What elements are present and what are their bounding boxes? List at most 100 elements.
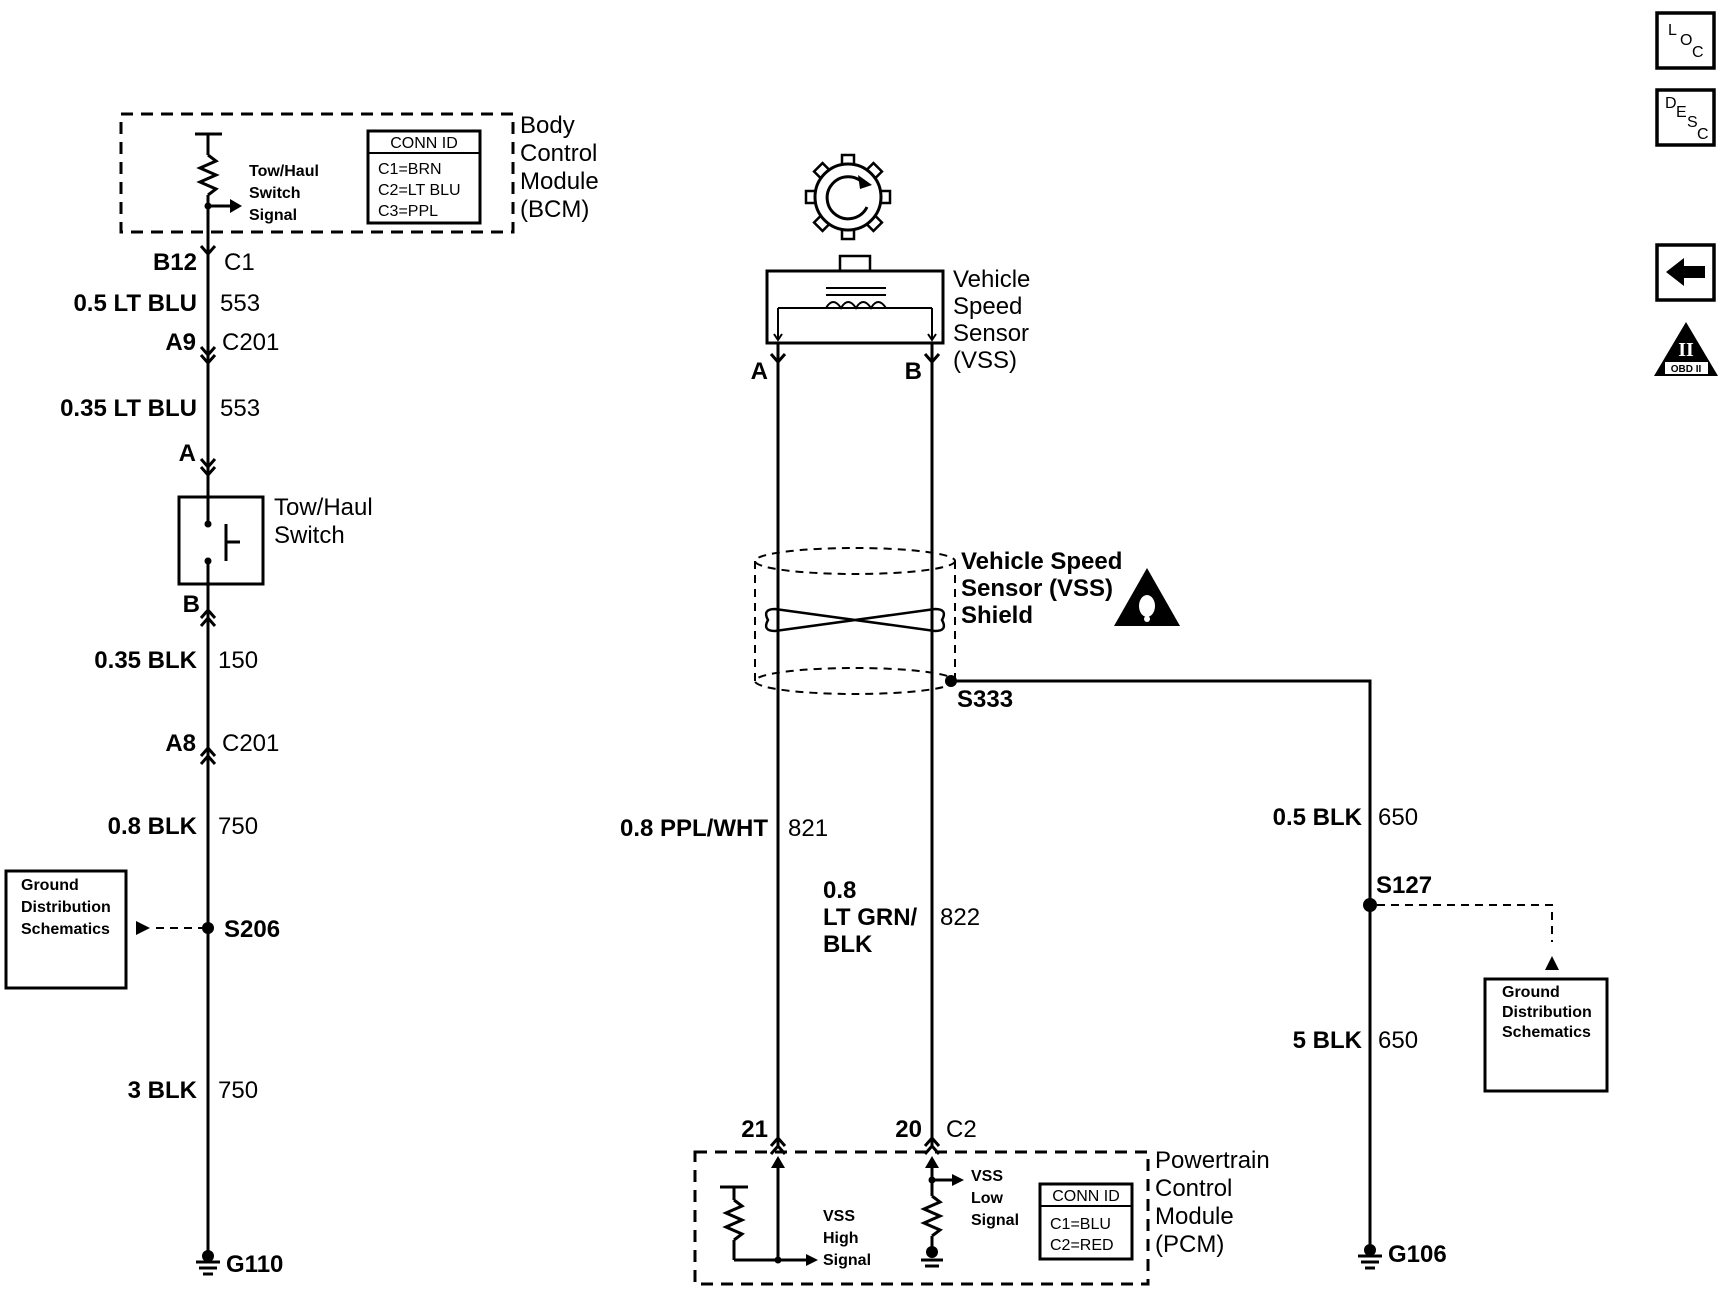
wire-750-size-lower: 3 BLK <box>128 1077 198 1104</box>
switch-name-line-2: Switch <box>274 522 345 549</box>
obd-ii-button[interactable]: II OBD II <box>1654 322 1718 376</box>
splice-s206-dot <box>202 922 214 934</box>
shield-drain-wire <box>951 679 1372 1252</box>
vss-name-line-4: (VSS) <box>953 347 1017 374</box>
c201-connector-bottom: C201 <box>222 730 279 757</box>
wire-553-size-lower: 0.35 LT BLU <box>60 395 197 422</box>
wire-822-size-line-1: 0.8 <box>823 877 856 904</box>
gds-left-line-1: Ground <box>21 877 79 894</box>
loc-button[interactable]: L O C <box>1655 11 1716 70</box>
wire-821-number: 821 <box>788 815 828 842</box>
bcm-conn-c1: C1=BRN <box>378 161 442 178</box>
right-circuit: 0.5 BLK 650 S127 5 BLK 650 G106 <box>1273 804 1559 1270</box>
gds-right-line-3: Schematics <box>1502 1024 1591 1041</box>
wire-650-number-upper: 650 <box>1378 804 1418 831</box>
bcm-conn-c2: C2=LT BLU <box>378 182 461 199</box>
desc-letter-c: C <box>1697 126 1709 143</box>
wire-650-size-upper: 0.5 BLK <box>1273 804 1363 831</box>
bcm-signal-line-2: Switch <box>249 185 301 202</box>
vss-pin-a: A <box>751 358 768 385</box>
loc-letter-o: O <box>1680 32 1692 49</box>
wire-150-size: 0.35 BLK <box>94 647 197 674</box>
wire-553-number-upper: 553 <box>220 290 260 317</box>
pcm-low-line-3: Signal <box>971 1212 1019 1229</box>
wire-750-number-upper: 750 <box>218 813 258 840</box>
left-circuit: B12 C1 0.5 LT BLU 553 A9 C201 0.35 LT BL… <box>60 232 373 1278</box>
pcm-name-line-3: Module <box>1155 1203 1234 1230</box>
splice-s127-dot <box>1363 898 1377 912</box>
wire-750-number-lower: 750 <box>218 1077 258 1104</box>
wire-821-size: 0.8 PPL/WHT <box>620 815 768 842</box>
ground-distribution-left-link[interactable]: Ground Distribution Schematics <box>4 869 128 990</box>
switch-pin-a: A <box>179 440 196 467</box>
vss-sensor-box <box>765 269 945 345</box>
pcm-high-line-2: High <box>823 1230 859 1247</box>
back-arrow-button[interactable] <box>1655 243 1716 302</box>
desc-letter-e: E <box>1676 104 1687 121</box>
pcm-high-line-1: VSS <box>823 1208 855 1225</box>
ground-g110-icon <box>196 1250 220 1276</box>
shield-name-line-2: Sensor (VSS) <box>961 575 1113 602</box>
vss-wires: A B <box>751 343 941 1148</box>
obd-ii-label: OBD II <box>1671 364 1702 375</box>
ground-distribution-right-link[interactable]: Ground Distribution Schematics <box>1483 977 1609 1093</box>
pcm-low-line-1: VSS <box>971 1168 1003 1185</box>
shield-name-line-1: Vehicle Speed <box>961 548 1122 575</box>
wire-822-size-line-2: LT GRN/ <box>823 904 918 931</box>
arrow-left-icon <box>136 921 150 935</box>
bcm-name-line-4: (BCM) <box>520 196 589 223</box>
pcm-conn-id-box: CONN ID C1=BLU C2=RED <box>1038 1182 1134 1261</box>
obd-ii-icon <box>1654 322 1718 376</box>
bcm-module: Tow/Haul Switch Signal CONN ID C1=BRN C2… <box>119 112 599 234</box>
bcm-pin-b12: B12 <box>153 249 197 276</box>
desc-button[interactable]: D E S C <box>1655 88 1716 147</box>
wire-150-number: 150 <box>218 647 258 674</box>
c201-connector-top: C201 <box>222 329 279 356</box>
pcm-connector-c2: C2 <box>946 1116 977 1143</box>
wire-553-size-upper: 0.5 LT BLU <box>73 290 197 317</box>
desc-letter-d: D <box>1665 95 1677 112</box>
bcm-name-line-2: Control <box>520 140 597 167</box>
pcm-pin-21: 21 <box>741 1116 768 1143</box>
pcm-low-line-2: Low <box>971 1190 1004 1207</box>
wire-650-size-lower: 5 BLK <box>1293 1027 1363 1054</box>
vss-shield <box>754 547 956 695</box>
caution-warning-icon[interactable] <box>1114 568 1180 626</box>
vss-pin-b: B <box>905 358 922 385</box>
loc-letter-l: L <box>1668 22 1677 39</box>
bcm-conn-title: CONN ID <box>390 135 458 152</box>
bcm-signal-line-1: Tow/Haul <box>249 163 319 180</box>
bcm-name-line-1: Body <box>520 112 575 139</box>
wire-822-size-line-3: BLK <box>823 931 873 958</box>
pcm-module: 21 20 C2 VSS High Signal VSS Low Signal <box>693 1116 1150 1286</box>
shield-name-line-3: Shield <box>961 602 1033 629</box>
c201-pin-a9: A9 <box>165 329 196 356</box>
pcm-pin-20: 20 <box>895 1116 922 1143</box>
vss-name-line-1: Vehicle <box>953 266 1030 293</box>
bcm-conn-id-box: CONN ID C1=BRN C2=LT BLU C3=PPL <box>366 129 482 225</box>
loc-letter-c: C <box>1692 44 1704 61</box>
switch-pin-b: B <box>183 591 200 618</box>
bcm-conn-c3: C3=PPL <box>378 203 438 220</box>
switch-name-line-1: Tow/Haul <box>274 494 373 521</box>
ground-g106: G106 <box>1388 1241 1447 1268</box>
wire-650-number-lower: 650 <box>1378 1027 1418 1054</box>
gds-right-line-1: Ground <box>1502 984 1560 1001</box>
splice-s333: S333 <box>957 686 1013 713</box>
vss-name-line-2: Speed <box>953 293 1022 320</box>
tow-haul-switch <box>177 495 265 586</box>
pcm-name-line-2: Control <box>1155 1175 1232 1202</box>
wire-553-number-lower: 553 <box>220 395 260 422</box>
desc-letter-s: S <box>1687 114 1698 131</box>
pcm-name-line-4: (PCM) <box>1155 1231 1224 1258</box>
pcm-conn-title: CONN ID <box>1052 1188 1120 1205</box>
bcm-signal-line-3: Signal <box>249 207 297 224</box>
ground-g106-icon <box>1358 1244 1382 1270</box>
bcm-name-line-3: Module <box>520 168 599 195</box>
gds-left-line-3: Schematics <box>21 921 110 938</box>
pcm-high-line-3: Signal <box>823 1252 871 1269</box>
ground-g110: G110 <box>226 1251 283 1278</box>
gds-left-line-2: Distribution <box>21 899 111 916</box>
pcm-conn-c1: C1=BLU <box>1050 1216 1111 1233</box>
